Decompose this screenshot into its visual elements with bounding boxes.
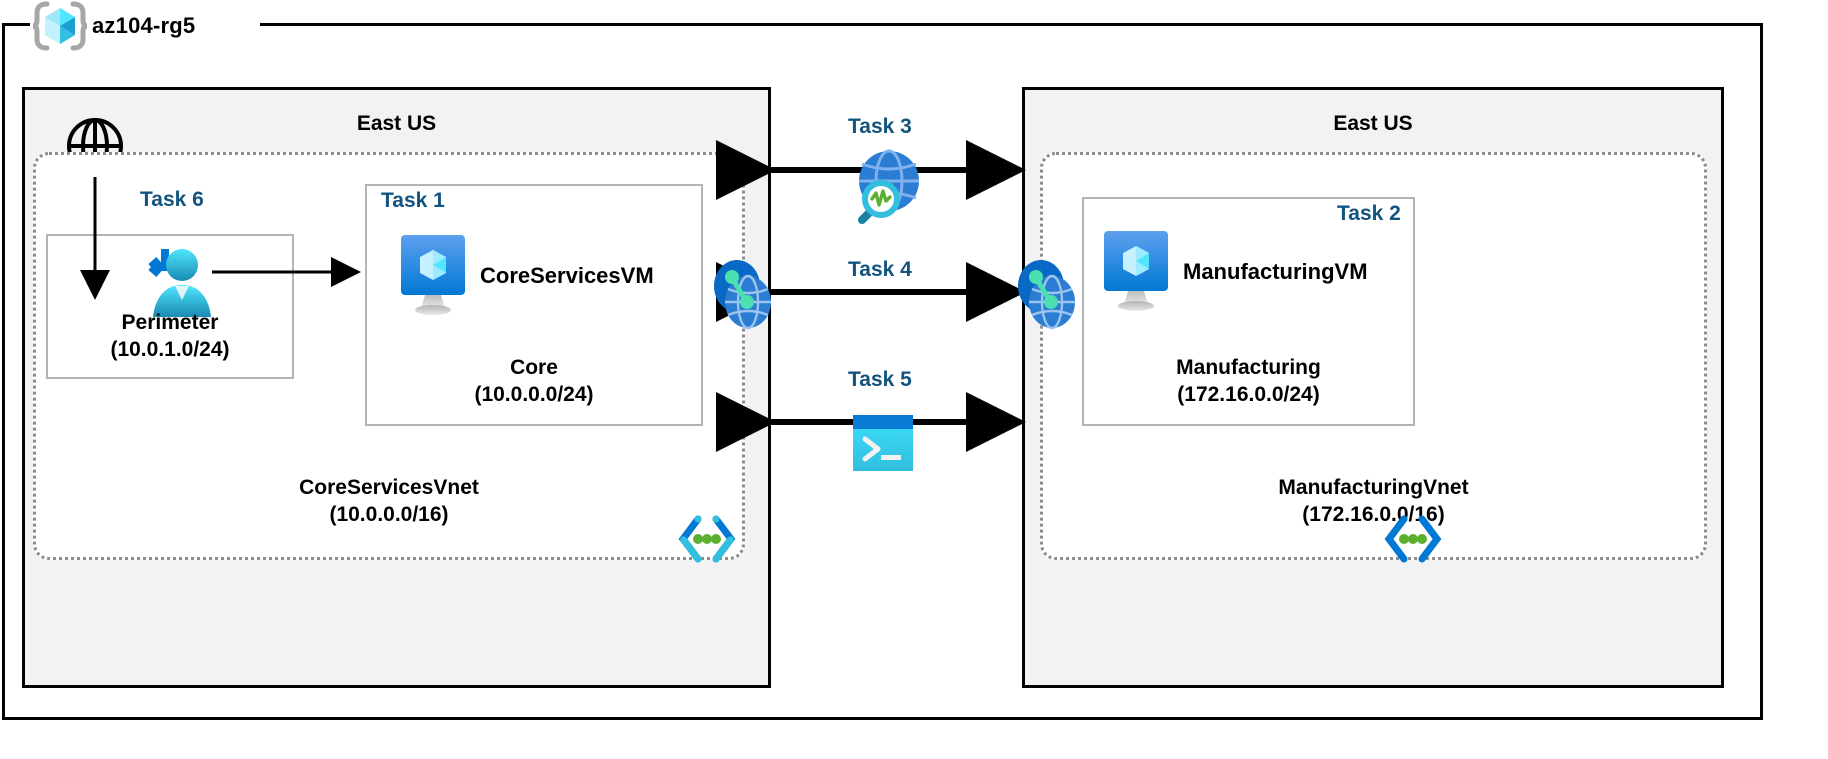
subnet-brackets-icon-manufacturing: [1382, 513, 1444, 565]
virtual-machine-icon: [400, 234, 466, 318]
vm-node-manufacturing: ManufacturingVM: [1103, 230, 1368, 314]
subnet-caption-manufacturing: Manufacturing (172.16.0.0/24): [1082, 355, 1415, 409]
vnet-peering-icon-right: [1016, 258, 1078, 330]
task-label-2: Task 2: [1337, 202, 1401, 225]
virtual-machine-icon: [1103, 230, 1169, 314]
vnet-name-coreservices: CoreServicesVnet: [299, 476, 479, 499]
task-label-1: Task 1: [381, 189, 445, 212]
vnet-caption-coreservices: CoreServicesVnet (10.0.0.0/16): [36, 475, 742, 529]
vnet-name-manufacturing: ManufacturingVnet: [1278, 476, 1469, 499]
network-watcher-icon: [842, 148, 928, 230]
connector-label-task3: Task 3: [848, 115, 912, 138]
subnet-name-core: Core: [510, 356, 558, 379]
subnet-cidr-manufacturing: (172.16.0.0/24): [1177, 382, 1320, 406]
subnet-name-perimeter: Perimeter: [121, 311, 219, 334]
cloud-shell-icon: [852, 414, 914, 472]
vnet-peering-icon-left: [712, 258, 774, 330]
subnet-box-core: [365, 184, 703, 426]
vnet-cidr-manufacturing: (172.16.0.0/16): [1302, 502, 1445, 526]
connector-label-task5: Task 5: [848, 368, 912, 391]
subnet-cidr-core: (10.0.0.0/24): [474, 382, 594, 406]
resource-group-name: az104-rg5: [92, 13, 196, 38]
vnet-cidr-coreservices: (10.0.0.0/16): [329, 502, 449, 526]
resource-group-frame: [2, 23, 1763, 720]
vm-label-coreservices: CoreServicesVM: [480, 263, 654, 288]
vnet-caption-manufacturing: ManufacturingVnet (172.16.0.0/16): [1043, 475, 1704, 529]
vm-node-coreservices: CoreServicesVM: [400, 234, 654, 318]
vm-label-manufacturing: ManufacturingVM: [1183, 259, 1368, 284]
resource-group-cube-icon: [32, 0, 88, 52]
region-title-right: East US: [1333, 112, 1413, 135]
connector-label-task4: Task 4: [848, 258, 912, 281]
subnet-cidr-perimeter: (10.0.1.0/24): [110, 337, 230, 361]
subnet-caption-perimeter: Perimeter (10.0.1.0/24): [46, 310, 294, 364]
region-title-left: East US: [356, 112, 437, 135]
resource-group-badge: az104-rg5: [32, 1, 196, 51]
subnet-brackets-icon-core: [676, 513, 738, 565]
subnet-name-manufacturing: Manufacturing: [1176, 356, 1321, 379]
subnet-caption-core: Core (10.0.0.0/24): [365, 355, 703, 409]
task-label-6: Task 6: [140, 188, 204, 211]
user-signin-icon: [131, 243, 213, 323]
